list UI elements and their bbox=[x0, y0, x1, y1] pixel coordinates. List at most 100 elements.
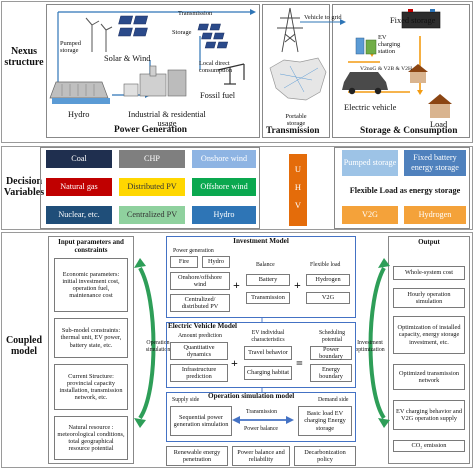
ev-energy-boundary-box: Energy boundary bbox=[310, 364, 352, 382]
transmission-small-label: Transmission bbox=[178, 10, 213, 17]
op-transmission-label: Transmission bbox=[246, 409, 278, 415]
fossil-fuel-label: Fossil fuel bbox=[200, 91, 236, 100]
hydro-dam-icon bbox=[49, 81, 110, 104]
chp-box: CHP bbox=[119, 150, 185, 168]
house-icon bbox=[408, 64, 452, 118]
electric-vehicle-label: Electric vehicle bbox=[344, 103, 397, 112]
im-centralized-box: Centralized/ distributed PV bbox=[170, 294, 230, 312]
op-demand-side-label: Demand side bbox=[318, 397, 349, 403]
investment-optimization-label: Investment optimization bbox=[355, 340, 385, 353]
ev-scheduling-label: Scheduling potential bbox=[318, 330, 346, 343]
investment-model-panel bbox=[166, 236, 356, 318]
fixed-storage-label: Fixed storage bbox=[390, 16, 436, 25]
centralized-pv-box: Centralized PV bbox=[119, 206, 185, 224]
pumped-storage-label: Pumped storage bbox=[60, 40, 81, 54]
im-battery-box: Battery bbox=[246, 274, 290, 286]
output-ev: EV charging behavior and V2G operation s… bbox=[393, 400, 465, 430]
im-v2g-box: V2G bbox=[306, 292, 350, 304]
hydrogen-box: Hydrogen bbox=[404, 206, 466, 224]
input-submodel: Sub-model constraints: thermal unit, EV … bbox=[54, 318, 128, 358]
input-panel bbox=[48, 236, 134, 464]
im-hydrogen-box: Hydrogen bbox=[306, 274, 350, 286]
nexus-row bbox=[1, 1, 473, 143]
input-title: Input parameters and constraints bbox=[58, 238, 124, 254]
uhv-letter-h: H bbox=[294, 182, 302, 192]
ev-travel-box: Travel behavior bbox=[244, 346, 292, 360]
industrial-label: Industrial & residential usage bbox=[128, 110, 206, 128]
uhv-box: U H V bbox=[289, 154, 307, 226]
op-model-panel bbox=[166, 392, 356, 442]
wind-turbine-icon bbox=[85, 17, 113, 52]
nuclear-box: Nuclear, etc. bbox=[46, 206, 112, 224]
input-natural: Natural resource : meteorological condit… bbox=[54, 416, 128, 460]
hydro-box: Hydro bbox=[192, 206, 256, 224]
op-basic-load-box: Basic load EV charging Energy storage bbox=[298, 406, 352, 436]
im-balance-label: Balance bbox=[256, 262, 275, 268]
coal-box: Coal bbox=[46, 150, 112, 168]
ev-power-boundary-box: Power boundary bbox=[310, 346, 352, 360]
solar-panel-icon bbox=[118, 15, 229, 49]
im-plus-2: + bbox=[294, 278, 301, 292]
ev-amount-label: Amount prediction bbox=[178, 333, 222, 339]
output-cost: Whole-system cost bbox=[393, 266, 465, 280]
hydro-label: Hydro bbox=[68, 110, 90, 119]
transmission-title: Transmission bbox=[266, 126, 320, 136]
row-label-decision: Decision Variables bbox=[3, 176, 45, 198]
china-map-icon bbox=[269, 57, 327, 101]
onshore-wind-box: Onshore wind bbox=[192, 150, 256, 168]
local-direct-label: Local direct consumption bbox=[199, 60, 233, 74]
pumpjack-icon bbox=[217, 63, 245, 85]
output-optimization: Optimization of installed capacity, ener… bbox=[393, 316, 465, 354]
im-hydro-box: Hydro bbox=[202, 256, 230, 268]
im-power-generation-label: Power generation bbox=[173, 248, 214, 254]
transmission-tower-icon bbox=[277, 7, 303, 53]
input-economic: Economic parameters: initial investment … bbox=[54, 258, 128, 312]
output-panel bbox=[388, 236, 470, 464]
ev-charging-habitat-box: Charging habitat bbox=[244, 366, 292, 380]
ev-eq: = bbox=[296, 356, 303, 370]
ev-plus: + bbox=[231, 356, 238, 370]
im-onshore-offshore-box: Onshore/offshore wind bbox=[170, 272, 230, 290]
op-supply-side-label: Supply side bbox=[172, 397, 200, 403]
pumped-storage-box: Pumped storage bbox=[342, 150, 398, 176]
v2g-box: V2G bbox=[342, 206, 398, 224]
storage-panel bbox=[332, 4, 470, 138]
flexible-load-label: Flexible Load as energy storage bbox=[349, 186, 461, 195]
nexus-illustration bbox=[49, 7, 452, 118]
solar-wind-label: Solar & Wind bbox=[104, 54, 151, 63]
output-hourly: Hourly operation simulation bbox=[393, 288, 465, 308]
uhv-letter-v: V bbox=[294, 200, 302, 210]
op-sequential-box: Sequential power generation simulation bbox=[170, 406, 232, 436]
load-label: Load bbox=[430, 120, 448, 129]
distributed-pv-box: Distributed PV bbox=[119, 178, 185, 196]
offshore-wind-box: Offshore wind bbox=[192, 178, 256, 196]
ev-charger-icon bbox=[355, 37, 377, 55]
industrial-building-icon bbox=[123, 65, 187, 97]
output-network: Optimized transmission network bbox=[393, 364, 465, 390]
decision-storage-panel bbox=[334, 147, 470, 229]
output-co2: CO₂ emission bbox=[393, 440, 465, 452]
ev-charging-label: EV charging station bbox=[378, 34, 401, 55]
im-plus-1: + bbox=[233, 278, 240, 292]
transmission-panel bbox=[262, 4, 330, 138]
im-flexible-load-label: Flexible load bbox=[310, 262, 341, 268]
uhv-letter-u: U bbox=[294, 164, 302, 174]
im-fire-box: Fire bbox=[170, 256, 198, 268]
ev-model-title: Electric Vehicle Model bbox=[168, 322, 238, 330]
im-transmission-box: Transmission bbox=[246, 292, 290, 304]
v2g-labels: V2noG & V2B & V2H bbox=[360, 66, 413, 72]
portable-storage-label: Portable storage bbox=[285, 113, 307, 127]
ev-model-panel bbox=[166, 322, 356, 388]
ev-infrastructure-box: Infrastructure prediction bbox=[170, 364, 228, 382]
investment-model-title: Investment Model bbox=[233, 237, 289, 245]
op-model-title: Operation simulation model bbox=[208, 392, 295, 400]
decarbonization-box: Decarbonization policy bbox=[294, 446, 356, 466]
natural-gas-box: Natural gas bbox=[46, 178, 112, 196]
ev-individual-label: EV individual characteristics bbox=[251, 330, 285, 343]
ev-quantitative-box: Quantitative dynamics bbox=[170, 342, 228, 360]
storage-consumption-title: Storage & Consumption bbox=[360, 126, 458, 136]
input-structure: Current Structure: provincial capacity i… bbox=[54, 364, 128, 410]
battery-icon bbox=[401, 9, 441, 29]
